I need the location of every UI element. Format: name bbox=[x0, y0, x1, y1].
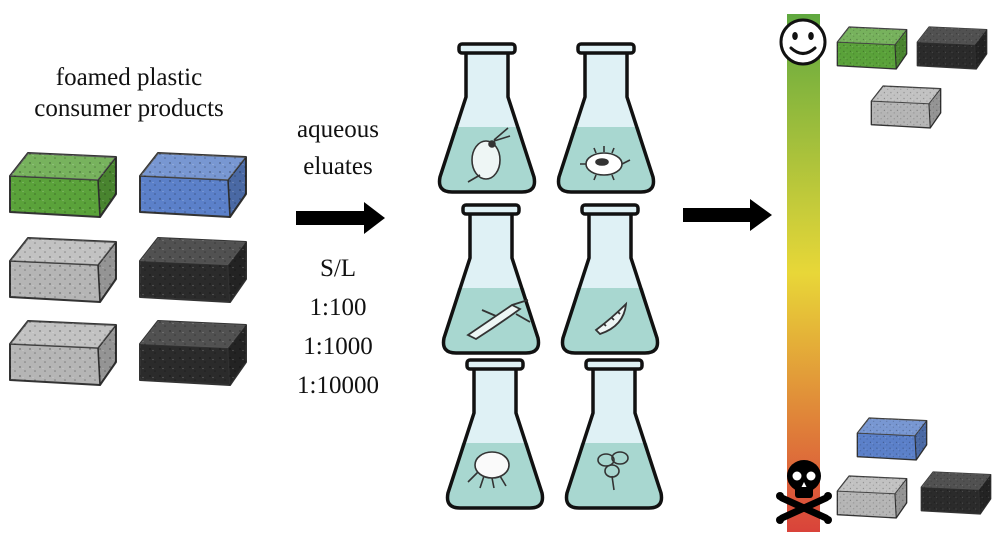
crab-larva-icon bbox=[467, 451, 510, 489]
flask-daphnia bbox=[437, 42, 537, 194]
flask-bacterium bbox=[556, 42, 656, 194]
high-toxicity-sponge-black bbox=[920, 471, 992, 515]
sl-ratio-1-100: 1:100 bbox=[309, 294, 367, 321]
flask-shrimp bbox=[441, 203, 541, 355]
flask-duckweed bbox=[564, 358, 664, 510]
toxicity-scale-bar bbox=[787, 14, 820, 532]
product-sponge-black-2 bbox=[139, 320, 247, 386]
bacterium-icon bbox=[580, 146, 631, 181]
product-sponge-grey-2 bbox=[9, 320, 117, 386]
eluates-label-line-1: aqueous bbox=[297, 116, 379, 143]
high-toxicity-sponge-grey bbox=[836, 475, 908, 519]
low-toxicity-sponge-grey bbox=[870, 85, 942, 129]
eluates-label-line-2: eluates bbox=[303, 153, 373, 180]
flask-algae bbox=[560, 203, 660, 355]
product-sponge-green bbox=[9, 152, 117, 218]
right-arrow-icon bbox=[296, 202, 385, 234]
product-sponge-black-1 bbox=[139, 237, 247, 303]
products-label-line-2: consumer products bbox=[34, 95, 224, 122]
sl-ratio-1-1000: 1:1000 bbox=[303, 333, 373, 360]
skull-crossbones-icon bbox=[776, 460, 832, 524]
flask-crab-larva bbox=[445, 358, 545, 510]
right-arrow-icon bbox=[683, 199, 772, 231]
low-toxicity-sponge-green bbox=[836, 26, 908, 70]
daphnia-icon bbox=[467, 127, 511, 183]
algae-icon bbox=[594, 301, 628, 336]
products-label-line-1: foamed plastic bbox=[55, 64, 203, 91]
product-sponge-blue bbox=[139, 152, 247, 218]
shrimp-icon bbox=[466, 299, 531, 341]
high-toxicity-sponge-blue bbox=[856, 417, 928, 461]
duckweed-icon bbox=[597, 451, 629, 491]
product-sponge-grey-1 bbox=[9, 237, 117, 303]
low-toxicity-sponge-black bbox=[916, 26, 988, 70]
sl-ratio-1-10000: 1:10000 bbox=[297, 372, 379, 399]
smiley-icon bbox=[779, 18, 827, 66]
sl-ratio-heading: S/L bbox=[319, 255, 357, 282]
